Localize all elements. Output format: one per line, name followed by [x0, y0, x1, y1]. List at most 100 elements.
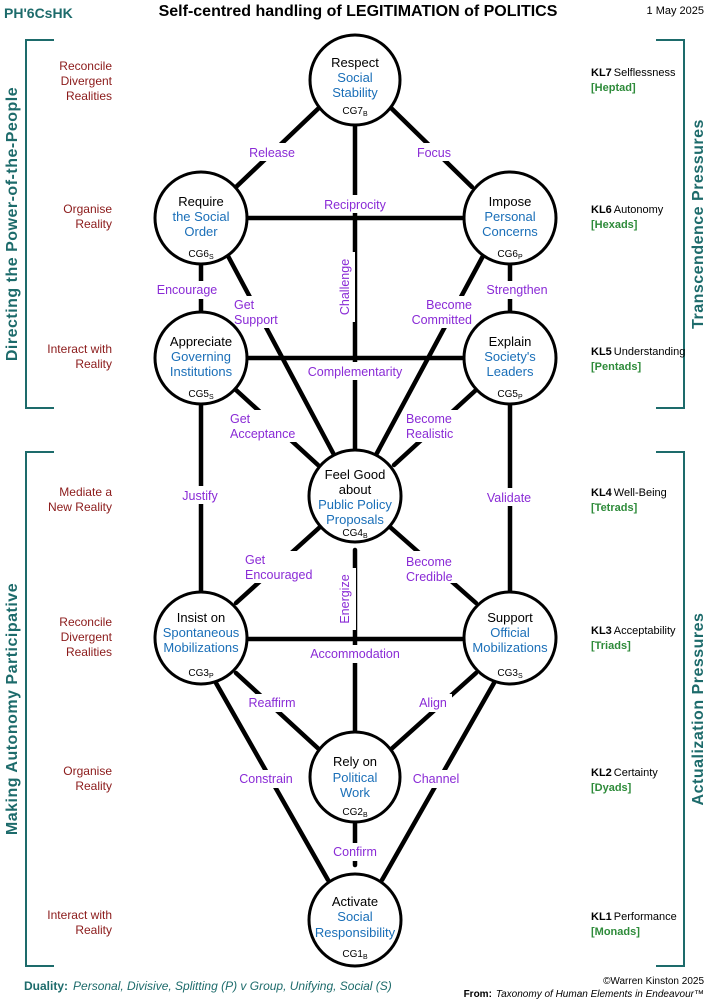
svg-text:Official: Official [490, 625, 530, 640]
svg-text:Mediate a: Mediate a [59, 485, 112, 499]
svg-text:Spontaneous: Spontaneous [163, 625, 240, 640]
svg-text:Organise: Organise [63, 764, 112, 778]
left-upper-axis-title: Directing the Power-of-the-People [4, 87, 21, 361]
svg-text:CG7B: CG7B [342, 106, 368, 118]
node-cg6s: Require the Social Order CG6S [153, 170, 249, 266]
left-lower-axis-title: Making Autonomy Participative [4, 583, 21, 835]
left-label-2: Organise Reality [63, 202, 112, 231]
svg-text:Divergent: Divergent [61, 74, 113, 88]
document-code: PH'6CsHK [4, 5, 73, 21]
svg-text:Reality: Reality [75, 923, 112, 937]
svg-text:Appreciate: Appreciate [170, 334, 232, 349]
node-cg1: Activate Social Responsibility CG1B [307, 872, 403, 968]
svg-text:Divergent: Divergent [61, 630, 113, 644]
svg-text:Reconcile: Reconcile [59, 59, 112, 73]
label-become-realistic-1: Become [406, 412, 452, 426]
date-label: 1 May 2025 [647, 5, 704, 17]
label-become-realistic-2: Realistic [406, 427, 453, 441]
label-become-credible-2: Credible [406, 570, 453, 584]
left-label-5: Reconcile Divergent Realities [59, 615, 112, 659]
edge-become-committed [367, 253, 486, 469]
svg-text:Society's: Society's [484, 349, 536, 364]
svg-text:[Hexads]: [Hexads] [591, 219, 638, 231]
right-bracket-lower [656, 451, 685, 967]
node-cg3s: Support Official Mobilizations CG3S [462, 590, 558, 686]
svg-text:Reality: Reality [75, 217, 112, 231]
svg-text:CG6P: CG6P [497, 249, 523, 261]
label-get-support-1: Get [234, 298, 255, 312]
svg-text:Insist on: Insist on [177, 610, 225, 625]
svg-text:Reality: Reality [75, 357, 112, 371]
svg-text:Realities: Realities [66, 89, 112, 103]
label-get-encouraged-1: Get [245, 553, 266, 567]
right-lower-axis-title: Actualization Pressures [690, 613, 707, 806]
edge-get-support [225, 253, 343, 469]
label-strengthen: Strengthen [486, 283, 547, 297]
left-label-7: Interact with Reality [47, 908, 112, 937]
svg-text:Mobilizations: Mobilizations [163, 640, 239, 655]
svg-text:Political: Political [333, 770, 378, 785]
svg-text:[Triads]: [Triads] [591, 640, 631, 652]
label-focus: Focus [417, 146, 451, 160]
svg-text:Concerns: Concerns [482, 224, 538, 239]
svg-text:Stability: Stability [332, 85, 378, 100]
label-reciprocity: Reciprocity [324, 198, 387, 212]
svg-text:CG3S: CG3S [497, 668, 523, 680]
svg-text:[Tetrads]: [Tetrads] [591, 502, 638, 514]
node-cg5p: Explain Society's Leaders CG5P [462, 310, 558, 406]
duality-footer: Duality:Personal, Divisive, Splitting (P… [24, 979, 392, 993]
svg-text:Activate: Activate [332, 894, 378, 909]
svg-text:Organise: Organise [63, 202, 112, 216]
label-get-encouraged-2: Encouraged [245, 568, 312, 582]
label-reaffirm: Reaffirm [248, 696, 295, 710]
svg-text:Governing: Governing [171, 349, 231, 364]
svg-text:Rely on: Rely on [333, 754, 377, 769]
svg-text:Leaders: Leaders [487, 364, 534, 379]
left-label-3: Interact with Reality [47, 342, 112, 371]
left-bracket-lower [25, 451, 54, 967]
label-confirm: Confirm [333, 845, 377, 859]
svg-text:New Reality: New Reality [48, 500, 112, 514]
svg-text:Explain: Explain [489, 334, 532, 349]
svg-text:CG4B: CG4B [342, 528, 368, 540]
svg-text:Order: Order [184, 224, 218, 239]
left-bracket-upper [25, 39, 54, 409]
svg-text:Interact with: Interact with [47, 908, 112, 922]
label-accommodation: Accommodation [310, 647, 400, 661]
svg-text:CG5P: CG5P [497, 389, 523, 401]
node-cg2: Rely on Political Work CG2B [308, 730, 402, 824]
svg-text:[Pentads]: [Pentads] [591, 361, 641, 373]
node-cg4: Feel Good about Public Policy Proposals … [307, 448, 403, 544]
label-justify: Justify [182, 489, 218, 503]
svg-text:Social: Social [337, 70, 373, 85]
svg-text:Impose: Impose [489, 194, 532, 209]
node-cg6p: Impose Personal Concerns CG6P [462, 170, 558, 266]
label-get-support-2: Support [234, 313, 278, 327]
svg-text:Responsibility: Responsibility [315, 925, 396, 940]
svg-text:Social: Social [337, 909, 373, 924]
label-encourage: Encourage [157, 283, 218, 297]
svg-text:CG5S: CG5S [188, 389, 214, 401]
node-cg3p: Insist on Spontaneous Mobilizations CG3P [153, 590, 249, 686]
svg-text:Reality: Reality [75, 779, 112, 793]
left-label-4: Mediate a New Reality [48, 485, 112, 514]
svg-text:[Monads]: [Monads] [591, 926, 640, 938]
svg-text:Feel Good: Feel Good [325, 467, 386, 482]
svg-text:Public Policy: Public Policy [318, 497, 392, 512]
svg-text:Realities: Realities [66, 645, 112, 659]
left-label-1: Reconcile Divergent Realities [59, 59, 112, 103]
label-complementarity: Complementarity [308, 365, 403, 379]
label-constrain: Constrain [239, 772, 293, 786]
